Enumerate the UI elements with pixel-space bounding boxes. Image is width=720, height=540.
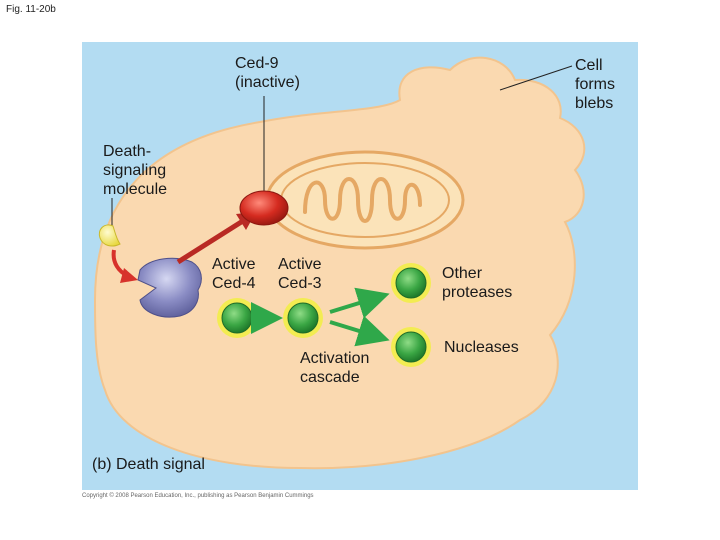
death-signaling-molecule [98, 224, 121, 247]
ced3-protein [283, 298, 323, 338]
copyright-credit: Copyright © 2008 Pearson Education, Inc.… [82, 493, 314, 499]
activation-cascade-label: Activation cascade [300, 350, 370, 386]
ced4-protein [217, 298, 257, 338]
cascade-arrow-to-proteases [329, 287, 390, 319]
mitochondrion [265, 150, 465, 250]
nucleases-label: Nucleases [444, 339, 519, 356]
ced9-label: Ced-9 (inactive) [235, 55, 300, 91]
nucleases-protein [391, 327, 431, 367]
cell-body [93, 56, 586, 470]
death-molecule-label: Death- signaling molecule [103, 143, 168, 198]
blebs-leader-line [499, 65, 573, 91]
inactivation-arrow [176, 216, 248, 265]
blebs-label: Cell forms blebs [575, 57, 615, 112]
ced9-protein [239, 190, 289, 226]
cascade-arrow-to-nucleases [329, 315, 390, 347]
ced4-label: Active Ced-4 [212, 256, 256, 292]
panel-caption: (b) Death signal [92, 456, 205, 473]
figure-label: Fig. 11-20b [6, 4, 56, 15]
other-proteases-protein [391, 263, 431, 303]
other-proteases-label: Other proteases [442, 265, 513, 301]
ced3-label: Active Ced-3 [278, 256, 322, 292]
